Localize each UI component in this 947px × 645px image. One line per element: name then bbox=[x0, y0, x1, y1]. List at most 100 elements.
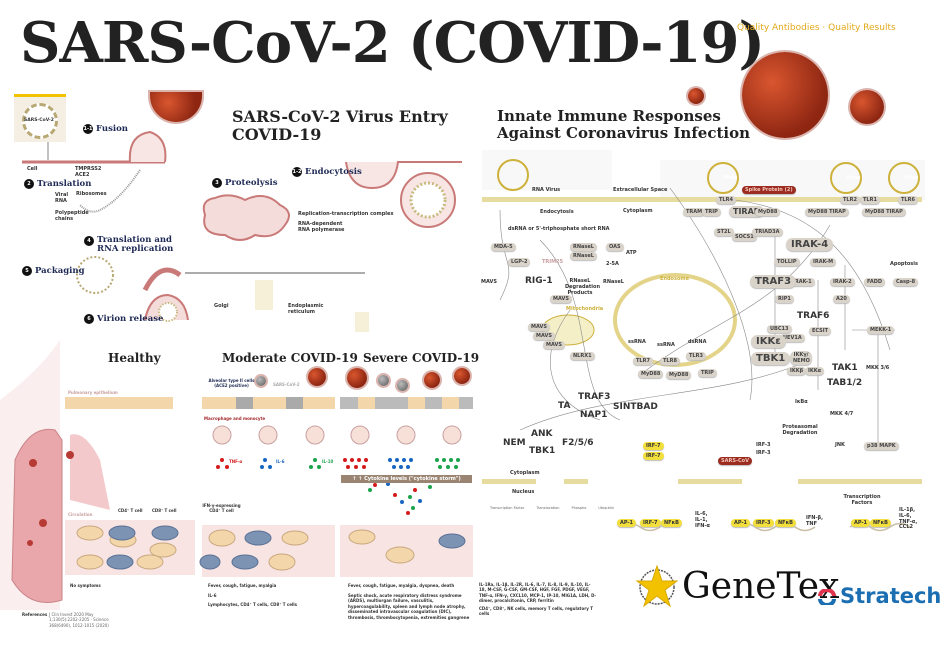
node-tlr3: TLR3 bbox=[686, 352, 706, 360]
node-ta: TA bbox=[558, 401, 571, 411]
label-transcription-factors: Transcription Factors bbox=[843, 494, 881, 506]
poster-title: SARS-CoV-2 (COVID-19) bbox=[20, 10, 765, 76]
virus-gray bbox=[378, 375, 389, 386]
node-tollip: TOLLIP bbox=[774, 258, 800, 266]
moderate-marker: IL-6 bbox=[208, 593, 217, 598]
node-atp: ATP bbox=[626, 250, 637, 256]
node-ssrna: ssRNA bbox=[657, 342, 675, 348]
label-virus: Virus bbox=[846, 175, 861, 181]
node-triad3a: TRIAD3A bbox=[752, 228, 783, 236]
step-label: Endocytosis bbox=[305, 167, 362, 177]
legend-transcription-factor: Transcription Factor bbox=[490, 506, 525, 510]
node-rnasel: RNaseL bbox=[603, 279, 624, 285]
node-ank: ANK bbox=[531, 429, 553, 439]
label-endocytosis: Endocytosis bbox=[540, 209, 574, 215]
cytokine-tnf: TNF-α bbox=[229, 459, 243, 464]
coronavirus-illustration bbox=[454, 368, 470, 384]
node-traf6: TRAF6 bbox=[797, 311, 830, 321]
label-cell: Cell bbox=[27, 166, 38, 172]
node-irf3: IRF-3 bbox=[756, 442, 771, 448]
legend-phospho: Phospho bbox=[571, 506, 587, 510]
genetex-star-logo bbox=[636, 565, 678, 608]
node-tab12: TAB1/2 bbox=[827, 378, 863, 388]
tf-nfkb: NFκB bbox=[870, 519, 891, 527]
label-er: Endoplasmic reticulum bbox=[288, 303, 324, 315]
label-virus: Virus bbox=[723, 175, 738, 181]
node-st2l: ST2L bbox=[714, 228, 734, 236]
node-tlr7: TLR7 bbox=[633, 357, 653, 365]
node-dsrna: dsRNA bbox=[688, 339, 707, 345]
node-tak1: TAK1 bbox=[832, 363, 858, 373]
references-label: References bbox=[22, 612, 48, 617]
node-mkk47: MKK 4/7 bbox=[830, 411, 854, 417]
label-rdrp: RNA-dependent RNA polymerase bbox=[298, 221, 345, 233]
step-label: Proteolysis bbox=[225, 178, 278, 188]
virus-label: SARS-CoV-2 bbox=[24, 118, 54, 123]
node-nap1: NAP1 bbox=[580, 410, 608, 420]
node-trim25: TRIM25 bbox=[542, 259, 564, 265]
virus-gray bbox=[397, 380, 408, 391]
node-mavs: MAVS bbox=[543, 341, 565, 349]
step-number: 3 bbox=[212, 178, 222, 188]
label-endosome: Endosome bbox=[660, 276, 690, 282]
node-rip1: RIP1 bbox=[775, 295, 794, 303]
label-nucleus: Nucleus bbox=[512, 489, 535, 495]
label-circulation: Circulation bbox=[68, 512, 93, 517]
node-spike-protein: Spike Protein (2) bbox=[742, 186, 796, 194]
severe-complications: Septic shock, acute respiratory distress… bbox=[348, 593, 470, 620]
node-a20: A20 bbox=[833, 295, 850, 303]
cytokine-il6: IL-6 bbox=[276, 459, 285, 464]
cytokine-il10: IL-10 bbox=[322, 459, 334, 464]
node-tram: TRAM bbox=[683, 208, 706, 216]
node-irak4: IRAK-4 bbox=[786, 238, 834, 251]
node-tlr4: TLR4 bbox=[716, 196, 736, 204]
legend-ubiquitin: Ubiquitin bbox=[598, 506, 615, 510]
node-ubc13: UBC13 bbox=[767, 325, 792, 333]
label-golgi: Golgi bbox=[214, 303, 229, 309]
healthy-title: Healthy bbox=[108, 351, 161, 365]
output-genes-1: IL-6, IL-1, IFN-α bbox=[695, 511, 710, 529]
node-ikke: IKKε bbox=[751, 335, 786, 348]
step-label: Translation bbox=[37, 179, 92, 189]
label-ribosomes: Ribosomes bbox=[76, 191, 107, 197]
node-ikkb: IKKβ bbox=[787, 367, 807, 375]
node-casp8: Casp-8 bbox=[893, 278, 919, 286]
node-tlr8: TLR8 bbox=[660, 357, 680, 365]
node-traf3: TRAF3 bbox=[750, 275, 797, 288]
node-mkk36: MKK 3/6 bbox=[866, 365, 890, 371]
moderate-symptoms: Fever, cough, fatigue, myalgia bbox=[208, 583, 277, 588]
node-myd88: MyD88 bbox=[666, 371, 692, 379]
label-dsrna-short: dsRNA or 5'-triphosphate short RNA bbox=[508, 226, 610, 232]
node-fadd: FADD bbox=[864, 278, 886, 286]
references: J Clin Invest 2020 May 1;130(5):2202-220… bbox=[49, 612, 109, 628]
node-jnk: JNK bbox=[835, 442, 845, 448]
coronavirus-illustration bbox=[688, 88, 704, 104]
label-cd4: CD4⁺ T cell bbox=[118, 508, 143, 513]
node-rnasel: RNaseL bbox=[570, 243, 597, 251]
node-tbk1-2: TBK1 bbox=[529, 446, 556, 456]
lung-stages-illustration bbox=[0, 340, 473, 610]
coronavirus-illustration bbox=[347, 368, 367, 388]
label-sars-cov-2: SARS-CoV-2 bbox=[273, 382, 300, 387]
node-p38: p38 MAPK bbox=[864, 442, 899, 450]
node-rnasel: RNaseL bbox=[570, 252, 597, 260]
label-macrophage: Macrophage and monocyte bbox=[204, 416, 266, 421]
node-traf3-2: TRAF3 bbox=[578, 392, 611, 402]
label-ace2: ACE2 bbox=[75, 172, 90, 178]
node-ssrna: ssRNA bbox=[628, 339, 646, 345]
node-rig1: RIG-1 bbox=[525, 276, 553, 286]
moderate-cells: Lymphocytes, CD4⁺ T cells, CD8⁺ T cells bbox=[208, 602, 298, 607]
label-cytoplasm: Cytoplasm bbox=[623, 208, 653, 214]
node-mavs: MAVS bbox=[550, 295, 572, 303]
node-tirap: TIRAP bbox=[729, 206, 764, 217]
tf-irf7: IRF-7 bbox=[640, 519, 661, 527]
entry-title-line1: SARS-CoV-2 Virus Entry bbox=[232, 107, 448, 126]
label-polypeptide: Polypeptide chains bbox=[55, 210, 89, 222]
label-rnasel-products: RNaseL Degradation Products bbox=[565, 278, 601, 296]
node-tbk1: TBK1 bbox=[751, 352, 791, 365]
entry-illustration bbox=[22, 130, 462, 332]
node-irf7: IRF-7 bbox=[643, 452, 664, 460]
node-irak-m: IRAK-M bbox=[810, 258, 837, 266]
